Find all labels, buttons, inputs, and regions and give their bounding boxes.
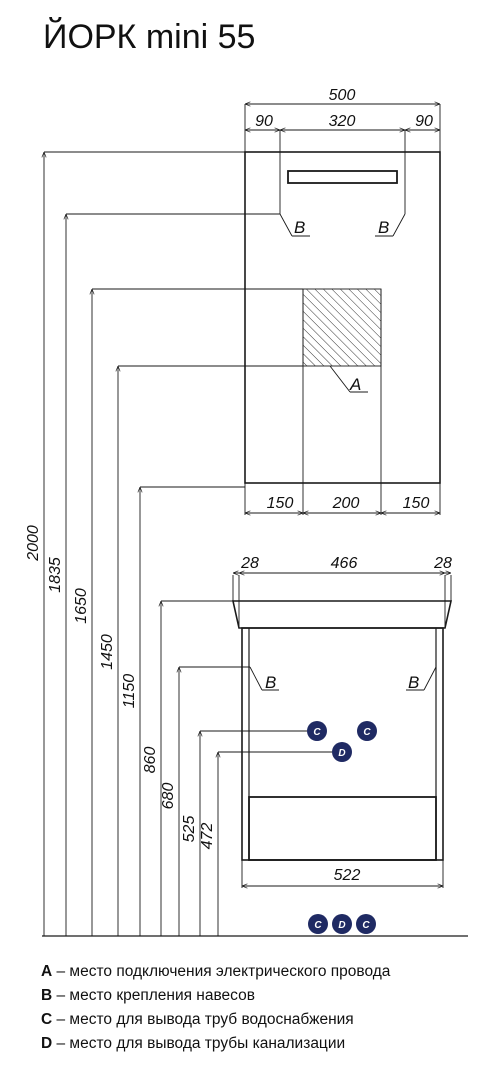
dim-upper-bottom-middle: 200 (332, 495, 360, 512)
dim-lower-bottom-width: 522 (334, 867, 361, 884)
height-dimension-lines (42, 151, 468, 937)
lower-cabinet-drawer (248, 796, 437, 861)
legend-item-b: B – место крепления навесов (41, 987, 255, 1004)
marker-a-label: A (349, 375, 361, 394)
marker-b-label-upper-left: B (294, 218, 305, 237)
svg-text:C: C (363, 727, 371, 738)
svg-text:C: C (362, 920, 370, 931)
upper-cabinet-body (244, 151, 441, 484)
upper-cabinet-handle (287, 170, 398, 184)
marker-d-upper: D (332, 742, 352, 762)
dim-lower-top-middle: 466 (331, 555, 358, 572)
legend-item-d: D – место для вывода трубы канализации (41, 1035, 346, 1052)
marker-b-label-upper-right: B (378, 218, 389, 237)
marker-c-floor-left: C (308, 914, 328, 934)
marker-b-label-lower-left: B (265, 673, 276, 692)
marker-c-floor-right: C (356, 914, 376, 934)
lower-dimension-lines (233, 573, 451, 886)
upper-dimension-lines (245, 104, 440, 513)
svg-text:D: D (338, 748, 345, 759)
dim-height-472: 472 (199, 823, 216, 850)
dim-upper-width-middle: 320 (329, 113, 356, 130)
legend-item-c: C – место для вывода труб водоснабжения (41, 1011, 354, 1028)
svg-text:D: D (338, 920, 345, 931)
dim-height-1450: 1450 (99, 634, 116, 670)
legend: A – место подключения электрического про… (41, 960, 390, 1056)
dim-height-2000: 2000 (25, 525, 42, 562)
lower-cabinet-countertop (232, 600, 452, 629)
dim-upper-width-left: 90 (255, 113, 273, 130)
marker-c-upper-right: C (357, 721, 377, 741)
marker-c-upper-left: C (307, 721, 327, 741)
dim-lower-top-right: 28 (433, 555, 452, 572)
dim-height-1150: 1150 (121, 674, 138, 709)
dim-lower-top-left: 28 (240, 555, 259, 572)
page-title: ЙОРК mini 55 (43, 18, 256, 56)
upper-cabinet (244, 104, 441, 515)
dim-height-680: 680 (160, 783, 177, 810)
svg-text:C: C (313, 727, 321, 738)
dim-upper-bottom-right: 150 (403, 495, 430, 512)
dim-height-1835: 1835 (47, 557, 64, 593)
dim-height-860: 860 (142, 747, 159, 774)
hatched-area-a (302, 288, 382, 367)
dim-upper-width-total: 500 (329, 87, 356, 104)
marker-b-label-lower-right: B (408, 673, 419, 692)
marker-d-floor: D (332, 914, 352, 934)
dim-upper-bottom-left: 150 (267, 495, 294, 512)
lower-cabinet (232, 575, 452, 888)
legend-item-a: A – место подключения электрического про… (41, 963, 391, 980)
svg-text:C: C (314, 920, 322, 931)
dim-height-525: 525 (181, 816, 198, 843)
dim-upper-width-right: 90 (415, 113, 433, 130)
dim-height-1650: 1650 (73, 588, 90, 624)
